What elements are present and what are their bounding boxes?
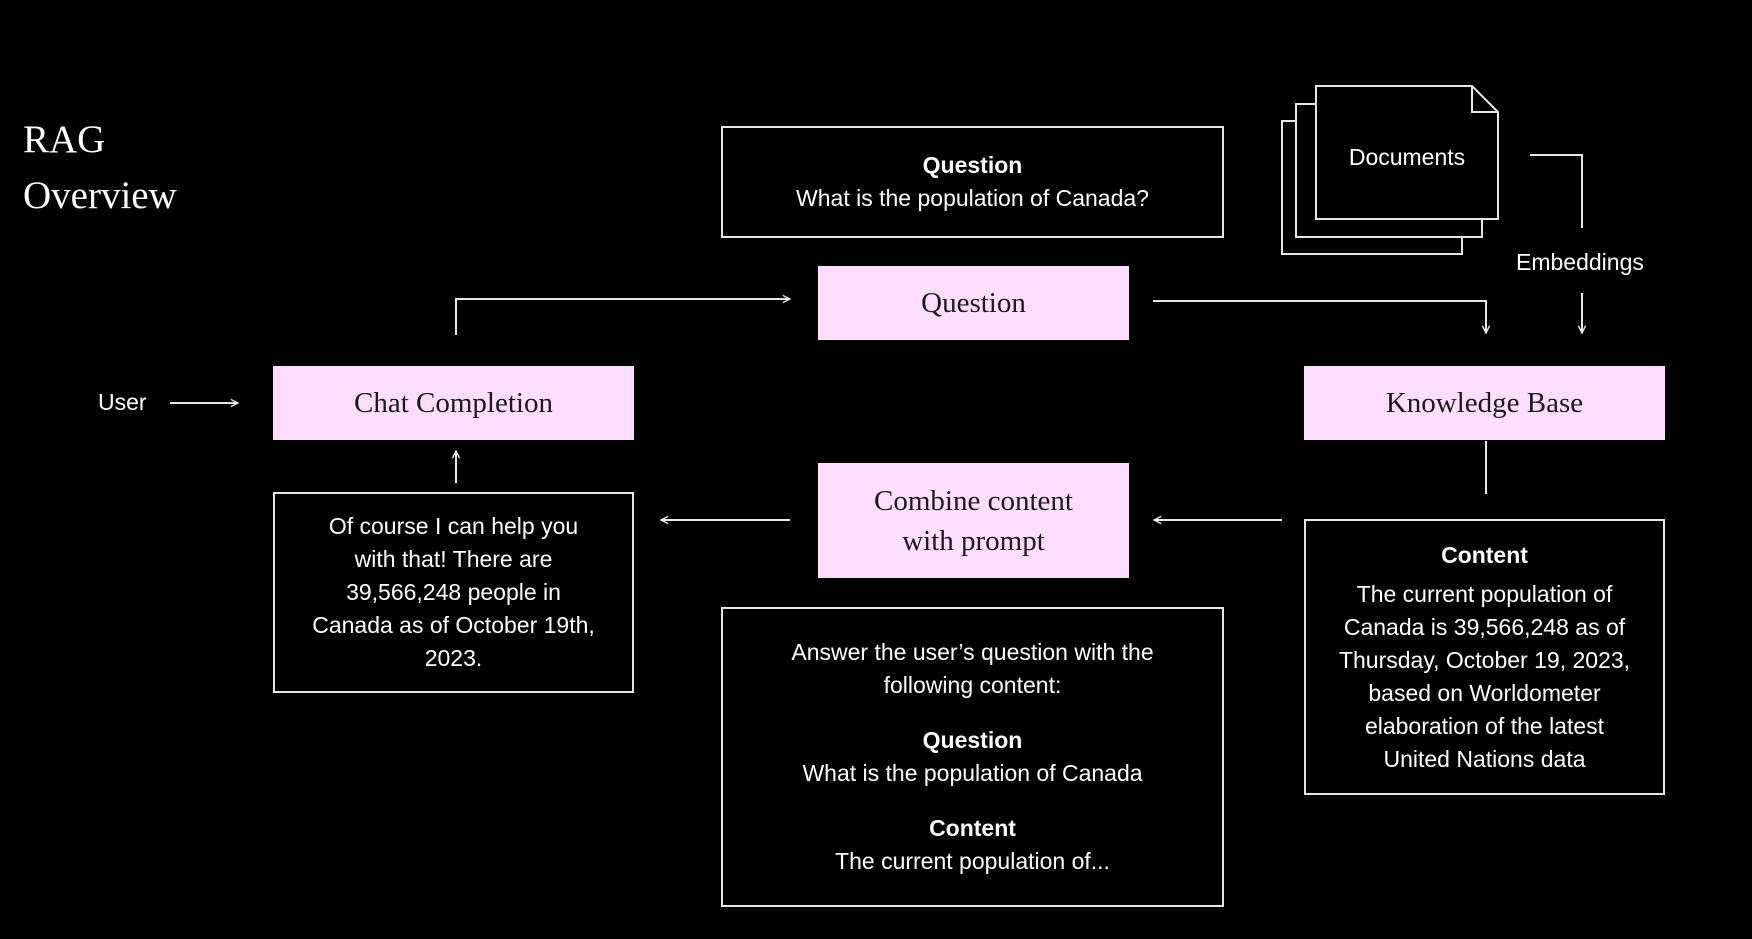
document-corner-fold xyxy=(1471,86,1498,113)
content-line: United Nations data xyxy=(1383,745,1586,772)
question-box-text: What is the population of Canada? xyxy=(796,185,1149,211)
prompt-question-heading: Question xyxy=(922,727,1023,753)
chat-completion-label: Chat Completion xyxy=(354,387,553,419)
content-box: Content The current population of Canada… xyxy=(1304,519,1665,795)
prompt-intro-line: following content: xyxy=(883,672,1062,698)
question-node: Question xyxy=(818,266,1129,340)
prompt-content-heading: Content xyxy=(929,815,1016,841)
answer-line: 39,566,248 people in xyxy=(346,579,561,605)
document-sheet-front xyxy=(1315,85,1499,220)
knowledge-base-node: Knowledge Base xyxy=(1304,366,1665,440)
prompt-content-text: The current population of... xyxy=(835,848,1110,874)
title-line-1: RAG xyxy=(23,118,106,161)
prompt-intro-line: Answer the user’s question with the xyxy=(791,639,1154,665)
combine-label-line-2: with prompt xyxy=(902,524,1045,557)
prompt-question-text: What is the population of Canada xyxy=(802,760,1143,786)
answer-line: Of course I can help you xyxy=(328,513,579,539)
diagram-title: RAG Overview xyxy=(23,112,177,224)
answer-line: 2023. xyxy=(424,645,483,671)
question-box-heading: Question xyxy=(922,152,1023,178)
chat-completion-node: Chat Completion xyxy=(273,366,634,440)
question-node-label: Question xyxy=(921,287,1026,319)
question-box: Question What is the population of Canad… xyxy=(721,126,1224,238)
content-line: elaboration of the latest xyxy=(1364,712,1605,739)
embeddings-label: Embeddings xyxy=(1516,249,1644,275)
arrow-question-to-knowledge-base xyxy=(1153,300,1486,333)
user-label: User xyxy=(98,389,147,415)
knowledge-base-label: Knowledge Base xyxy=(1385,387,1584,419)
connector-documents-embeddings xyxy=(1530,154,1583,228)
combine-label-line-1: Combine content xyxy=(874,484,1073,517)
documents-label: Documents xyxy=(1348,144,1466,170)
answer-box: Of course I can help you with that! Ther… xyxy=(273,492,634,693)
content-line: The current population of xyxy=(1356,580,1613,607)
answer-line: with that! There are xyxy=(354,546,553,572)
title-line-2: Overview xyxy=(23,174,177,217)
answer-line: Canada as of October 19th, xyxy=(312,612,595,638)
content-line: Canada is 39,566,248 as of xyxy=(1343,613,1626,640)
content-line: based on Worldometer xyxy=(1368,679,1601,706)
content-line: Thursday, October 19, 2023, xyxy=(1338,646,1631,673)
content-box-heading: Content xyxy=(1441,541,1528,568)
arrow-chat-to-question xyxy=(455,299,790,335)
prompt-box: Answer the user’s question with the foll… xyxy=(721,607,1224,907)
documents-stack xyxy=(1281,85,1499,255)
combine-content-node: Combine content with prompt xyxy=(818,463,1129,578)
